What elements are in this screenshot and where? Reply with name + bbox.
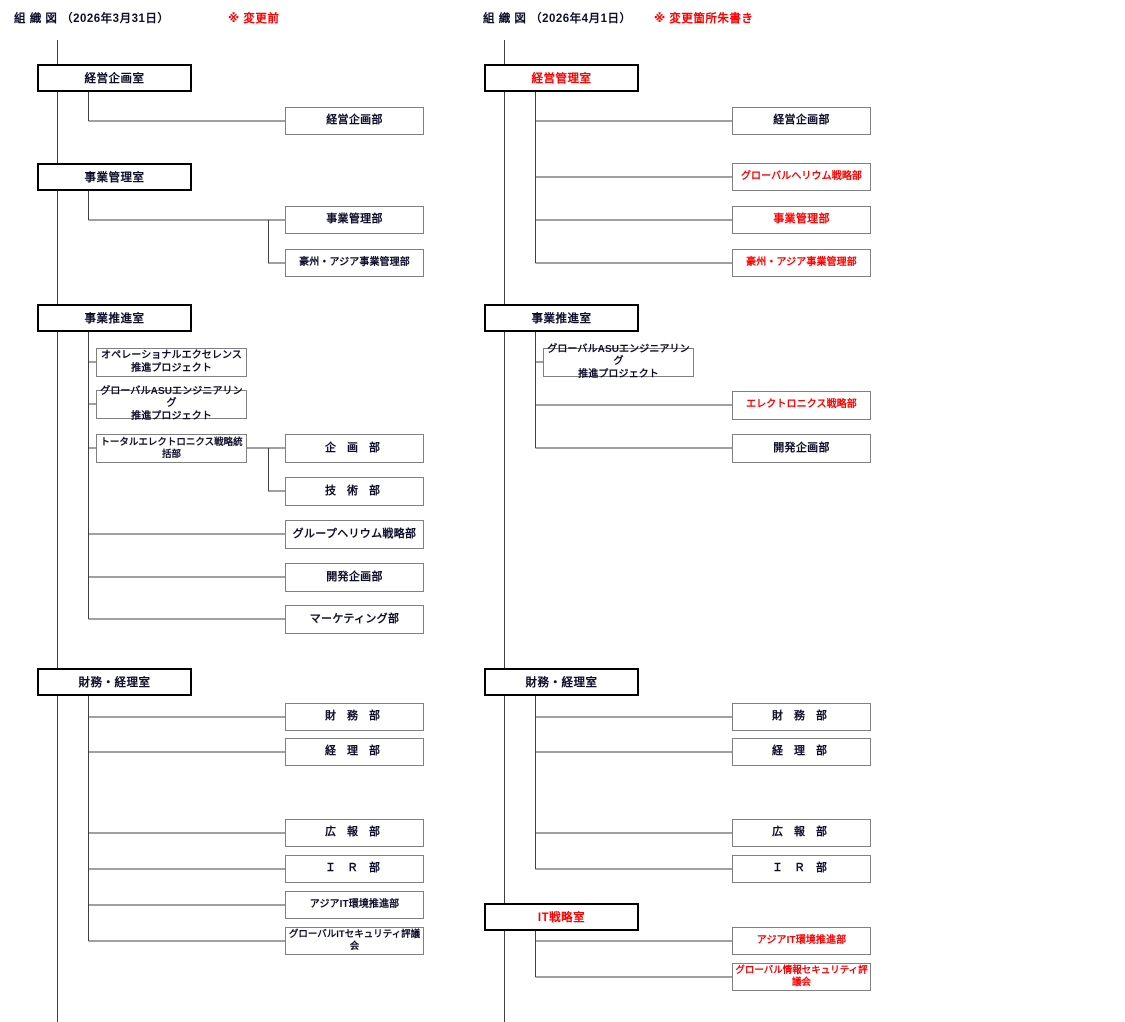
right-chart-note: ※ 変更箇所朱書き [654,13,754,25]
r-asu-project-line2: 推進プロジェクト [578,368,659,380]
dept-box-r-goshu-asia[interactable]: 豪州・アジア事業管理部 [732,249,871,277]
dept-box-kouhou-bu[interactable]: 広 報 部 [285,819,424,847]
asu-project-line2: 推進プロジェクト [131,410,212,422]
asu-project-line1: グローバルASUエンジニアリング [100,385,243,410]
dept-box-global-helium[interactable]: グローバルヘリウム戦略部 [732,163,871,191]
dept-box-global-it-security[interactable]: グローバルITセキュリティ評議会 [285,927,424,955]
opex-project-line2: 推進プロジェクト [131,362,212,374]
dept-box-opex-project[interactable]: オペレーショナルエクセレンス 推進プロジェクト [96,348,247,377]
dept-box-r-asia-it[interactable]: アジアIT環境推進部 [732,927,871,955]
left-chart-note: ※ 変更前 [228,13,280,25]
division-box-jigyo-suishin-shitsu[interactable]: 事業推進室 [37,304,192,332]
dept-box-kikaku-bu[interactable]: 企 画 部 [285,434,424,463]
division-box-keiei-kanri-shitsu[interactable]: 経営管理室 [484,64,639,92]
right-chart-title: 組 織 図 （2026年4月1日） [483,13,632,25]
r-asia-it-label: アジアIT環境推進部 [756,934,847,946]
dept-box-keiei-kikaku-bu[interactable]: 経営企画部 [285,107,424,135]
dept-box-keiri-bu[interactable]: 経 理 部 [285,738,424,766]
division-box-keiei-kikaku-shitsu[interactable]: 経営企画室 [37,64,192,92]
dept-box-asia-it-kankyo[interactable]: アジアIT環境推進部 [285,891,424,919]
dept-box-marketing-bu[interactable]: マーケティング部 [285,605,424,634]
dept-box-r-keiei-kikaku-bu[interactable]: 経営企画部 [732,107,871,135]
dept-box-group-helium[interactable]: グループヘリウム戦略部 [285,520,424,549]
dept-box-r-keiri-bu[interactable]: 経 理 部 [732,738,871,766]
dept-box-r-kouhou-bu[interactable]: 広 報 部 [732,819,871,847]
keiei-kanri-shitsu-label: 経営管理室 [531,73,592,85]
dept-box-jigyo-kanri-bu[interactable]: 事業管理部 [285,206,424,234]
dept-box-electronics-senryaku[interactable]: エレクトロニクス戦略部 [732,391,871,420]
division-box-r-zaimu-keiri-shitsu[interactable]: 財務・経理室 [484,668,639,696]
r-asu-project-line1: グローバルASUエンジニアリング [547,343,690,368]
dept-box-r-ir-bu[interactable]: Ｉ Ｒ 部 [732,855,871,883]
dept-box-r-jigyo-kanri-bu[interactable]: 事業管理部 [732,206,871,234]
dept-box-total-electronics[interactable]: トータルエレクトロニクス戦略統括部 [96,434,247,463]
electronics-senryaku-label: エレクトロニクス戦略部 [746,399,857,411]
dept-box-r-kaihatsu-kikaku-bu[interactable]: 開発企画部 [732,434,871,463]
global-helium-label: グローバルヘリウム戦略部 [740,170,863,182]
r-jigyo-kanri-bu-label: 事業管理部 [773,213,830,226]
division-box-jigyo-kanri-shitsu[interactable]: 事業管理室 [37,163,192,191]
opex-project-line1: オペレーショナルエクセレンス [101,350,242,361]
left-chart-title: 組 織 図 （2026年3月31日） [14,13,170,25]
dept-box-gijutsu-bu[interactable]: 技 術 部 [285,477,424,506]
dept-box-ir-bu[interactable]: Ｉ Ｒ 部 [285,855,424,883]
dept-box-kaihatsu-kikaku-bu[interactable]: 開発企画部 [285,563,424,592]
dept-box-zaimu-bu[interactable]: 財 務 部 [285,703,424,731]
dept-box-asu-project[interactable]: グローバルASUエンジニアリング 推進プロジェクト [96,386,247,422]
division-box-zaimu-keiri-shitsu[interactable]: 財務・経理室 [37,668,192,696]
division-box-it-senryaku-shitsu[interactable]: IT戦略室 [484,903,639,931]
dept-box-r-zaimu-bu[interactable]: 財 務 部 [732,703,871,731]
dept-box-r-global-info-sec[interactable]: グローバル情報セキュリティ評議会 [732,963,871,991]
division-box-r-jigyo-suishin-shitsu[interactable]: 事業推進室 [484,304,639,332]
r-global-info-sec-label: グローバル情報セキュリティ評議会 [735,965,868,988]
dept-box-goshu-asia-jigyo-kanri-bu[interactable]: 豪州・アジア事業管理部 [285,249,424,277]
dept-box-r-asu-project[interactable]: グローバルASUエンジニアリング 推進プロジェクト [543,344,694,380]
r-goshu-asia-label: 豪州・アジア事業管理部 [746,256,857,268]
it-senryaku-shitsu-label: IT戦略室 [537,912,586,924]
